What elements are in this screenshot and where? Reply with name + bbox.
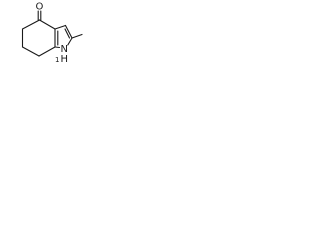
molecule-drawing: O N H 1 <box>21 2 83 65</box>
bond-c4-c5 <box>21 19 41 30</box>
bond-c3-c2-inner <box>64 28 71 39</box>
atom-oxygen-label: O <box>36 2 44 13</box>
bond-c7-c7a <box>38 46 56 57</box>
bond-c4-c3a <box>38 19 56 30</box>
bond-c3-c2 <box>64 24 73 39</box>
bond-methyl <box>71 33 83 39</box>
atom-nitrogen-label: N <box>61 44 68 55</box>
atom-nitrogen-h-prefix: 1 <box>55 56 59 64</box>
bond-c3a-c3 <box>54 24 67 30</box>
bond-n1-c7a <box>54 46 61 49</box>
bond-c6-c7 <box>21 46 40 57</box>
structure-diagram: O N H 1 <box>0 0 83 75</box>
bond-c2-n1 <box>67 37 73 46</box>
atom-nitrogen-h-label: H <box>61 54 69 65</box>
